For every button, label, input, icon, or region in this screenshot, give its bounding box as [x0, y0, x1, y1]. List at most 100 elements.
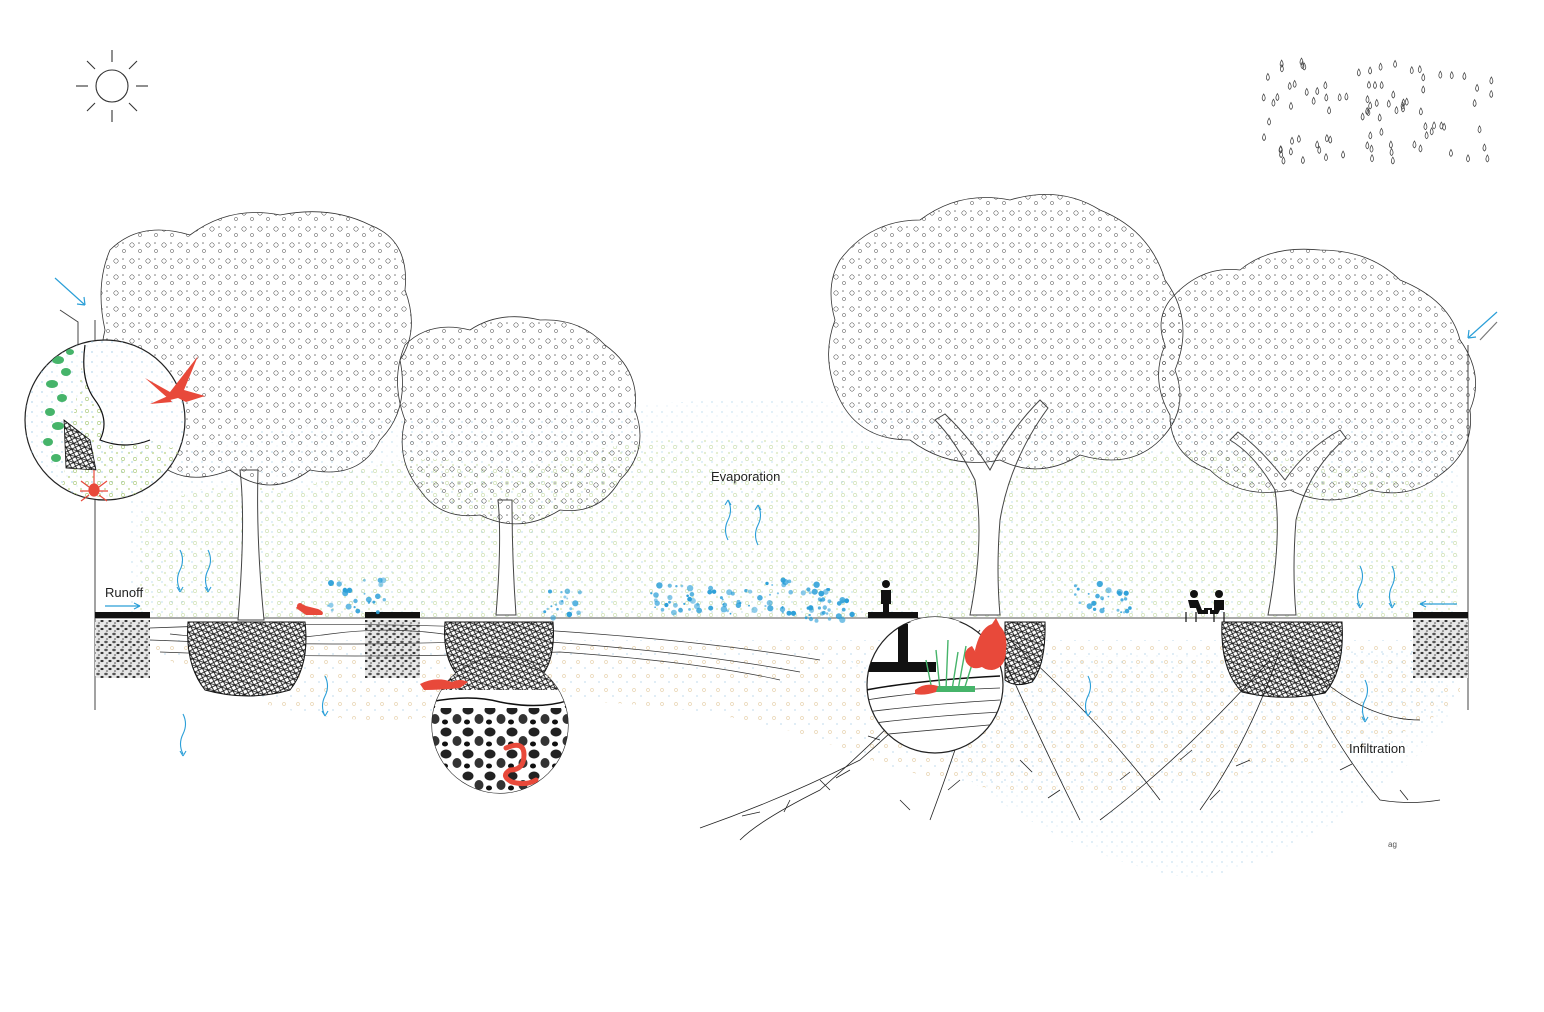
water-bubble: [782, 606, 784, 608]
gravel-base-mid: [365, 620, 420, 678]
rain-drop: [1328, 107, 1331, 114]
water-bubble: [378, 578, 383, 583]
water-bubble: [818, 591, 824, 597]
root-ball-4: [1222, 622, 1343, 697]
rain-drop: [1276, 94, 1279, 101]
water-bubble: [1118, 592, 1123, 597]
water-bubble: [849, 612, 854, 617]
water-bubble: [751, 607, 757, 613]
water-bubble: [1128, 606, 1132, 610]
water-bubble: [837, 601, 842, 606]
rain-drop: [1325, 135, 1328, 142]
water-bubble: [836, 613, 842, 619]
water-bubble: [353, 599, 357, 603]
water-bubble: [372, 601, 375, 604]
canopy-2: [398, 317, 641, 524]
water-bubble: [567, 612, 573, 618]
rain-drop: [1371, 155, 1374, 162]
rain-drop: [1369, 67, 1372, 74]
water-bubble: [1106, 587, 1112, 593]
rain-drop: [1419, 145, 1422, 152]
water-bubble: [744, 589, 747, 592]
rain-drop: [1450, 72, 1453, 79]
rain-drop: [1312, 97, 1315, 104]
water-bubble: [748, 605, 750, 607]
rain-drop: [1380, 82, 1383, 89]
water-bubble: [664, 603, 668, 607]
water-bubble: [1074, 584, 1077, 587]
water-bubble: [327, 605, 329, 607]
water-bubble: [346, 604, 352, 610]
water-bubble: [757, 595, 763, 601]
water-bubble: [376, 610, 380, 614]
water-bubble: [378, 582, 383, 587]
water-bubble: [821, 597, 825, 601]
water-bubble: [667, 595, 672, 600]
rain-drop: [1342, 151, 1345, 158]
water-bubble: [801, 590, 806, 595]
rain-drop: [1266, 73, 1269, 80]
runoff-label: Runoff: [105, 585, 143, 600]
water-bubble: [1087, 603, 1093, 609]
water-bubble: [1103, 607, 1105, 609]
water-bubble: [1123, 611, 1125, 613]
water-bubble: [765, 582, 768, 585]
rain-drop: [1422, 74, 1425, 81]
water-bubble: [828, 617, 831, 620]
water-bubble: [1124, 591, 1129, 596]
rain-drop: [1301, 157, 1304, 164]
water-bubble: [809, 617, 813, 621]
water-bubble: [559, 600, 564, 605]
rain-drop: [1316, 141, 1319, 148]
water-bubble: [730, 613, 732, 615]
rain-drop: [1490, 90, 1493, 97]
water-bubble: [771, 584, 773, 586]
rain-drop: [1262, 94, 1265, 101]
water-bubble: [671, 610, 677, 616]
rain-drop: [1413, 141, 1416, 148]
rain-drop: [1389, 141, 1392, 148]
water-bubble: [806, 587, 810, 591]
rain-drop: [1367, 81, 1370, 88]
water-bubble: [781, 583, 786, 588]
water-bubble: [654, 598, 658, 602]
rain-drop: [1291, 137, 1294, 144]
rain-drop: [1293, 80, 1296, 87]
water-bubble: [364, 593, 366, 595]
water-bubble: [828, 599, 832, 603]
rain-drop: [1378, 114, 1381, 121]
rain-drop: [1410, 67, 1413, 74]
rain-drop: [1329, 136, 1332, 143]
water-bubble: [675, 585, 677, 587]
water-bubble: [823, 605, 827, 609]
water-bubble: [690, 592, 695, 597]
water-bubble: [560, 591, 562, 593]
rain-drop: [1325, 154, 1328, 161]
water-bubble: [375, 594, 381, 600]
water-bubble: [556, 608, 559, 611]
water-bubble: [1074, 593, 1077, 596]
water-bubble: [383, 598, 386, 601]
pavement-slab-left: [95, 612, 150, 618]
water-bubble: [708, 606, 713, 611]
water-bubble: [844, 598, 849, 603]
water-bubble: [1125, 609, 1130, 614]
water-bubble: [681, 585, 684, 588]
pavement-slab-center: [868, 612, 918, 618]
runoff-arrow-left: [105, 603, 140, 609]
rain-drop: [1282, 157, 1285, 164]
rain-drop: [1387, 100, 1390, 107]
water-bubble: [736, 603, 741, 608]
water-bubble: [1077, 588, 1080, 591]
canopy-3: [829, 194, 1183, 469]
rain-drop: [1366, 96, 1369, 103]
water-bubble: [686, 595, 689, 598]
water-bubble: [673, 603, 678, 608]
water-bubble: [842, 608, 846, 612]
water-bubble: [354, 606, 356, 608]
rain-drop: [1476, 84, 1479, 91]
water-bubble: [809, 614, 811, 616]
water-bubble: [563, 596, 566, 599]
rain-drop: [1422, 86, 1425, 93]
